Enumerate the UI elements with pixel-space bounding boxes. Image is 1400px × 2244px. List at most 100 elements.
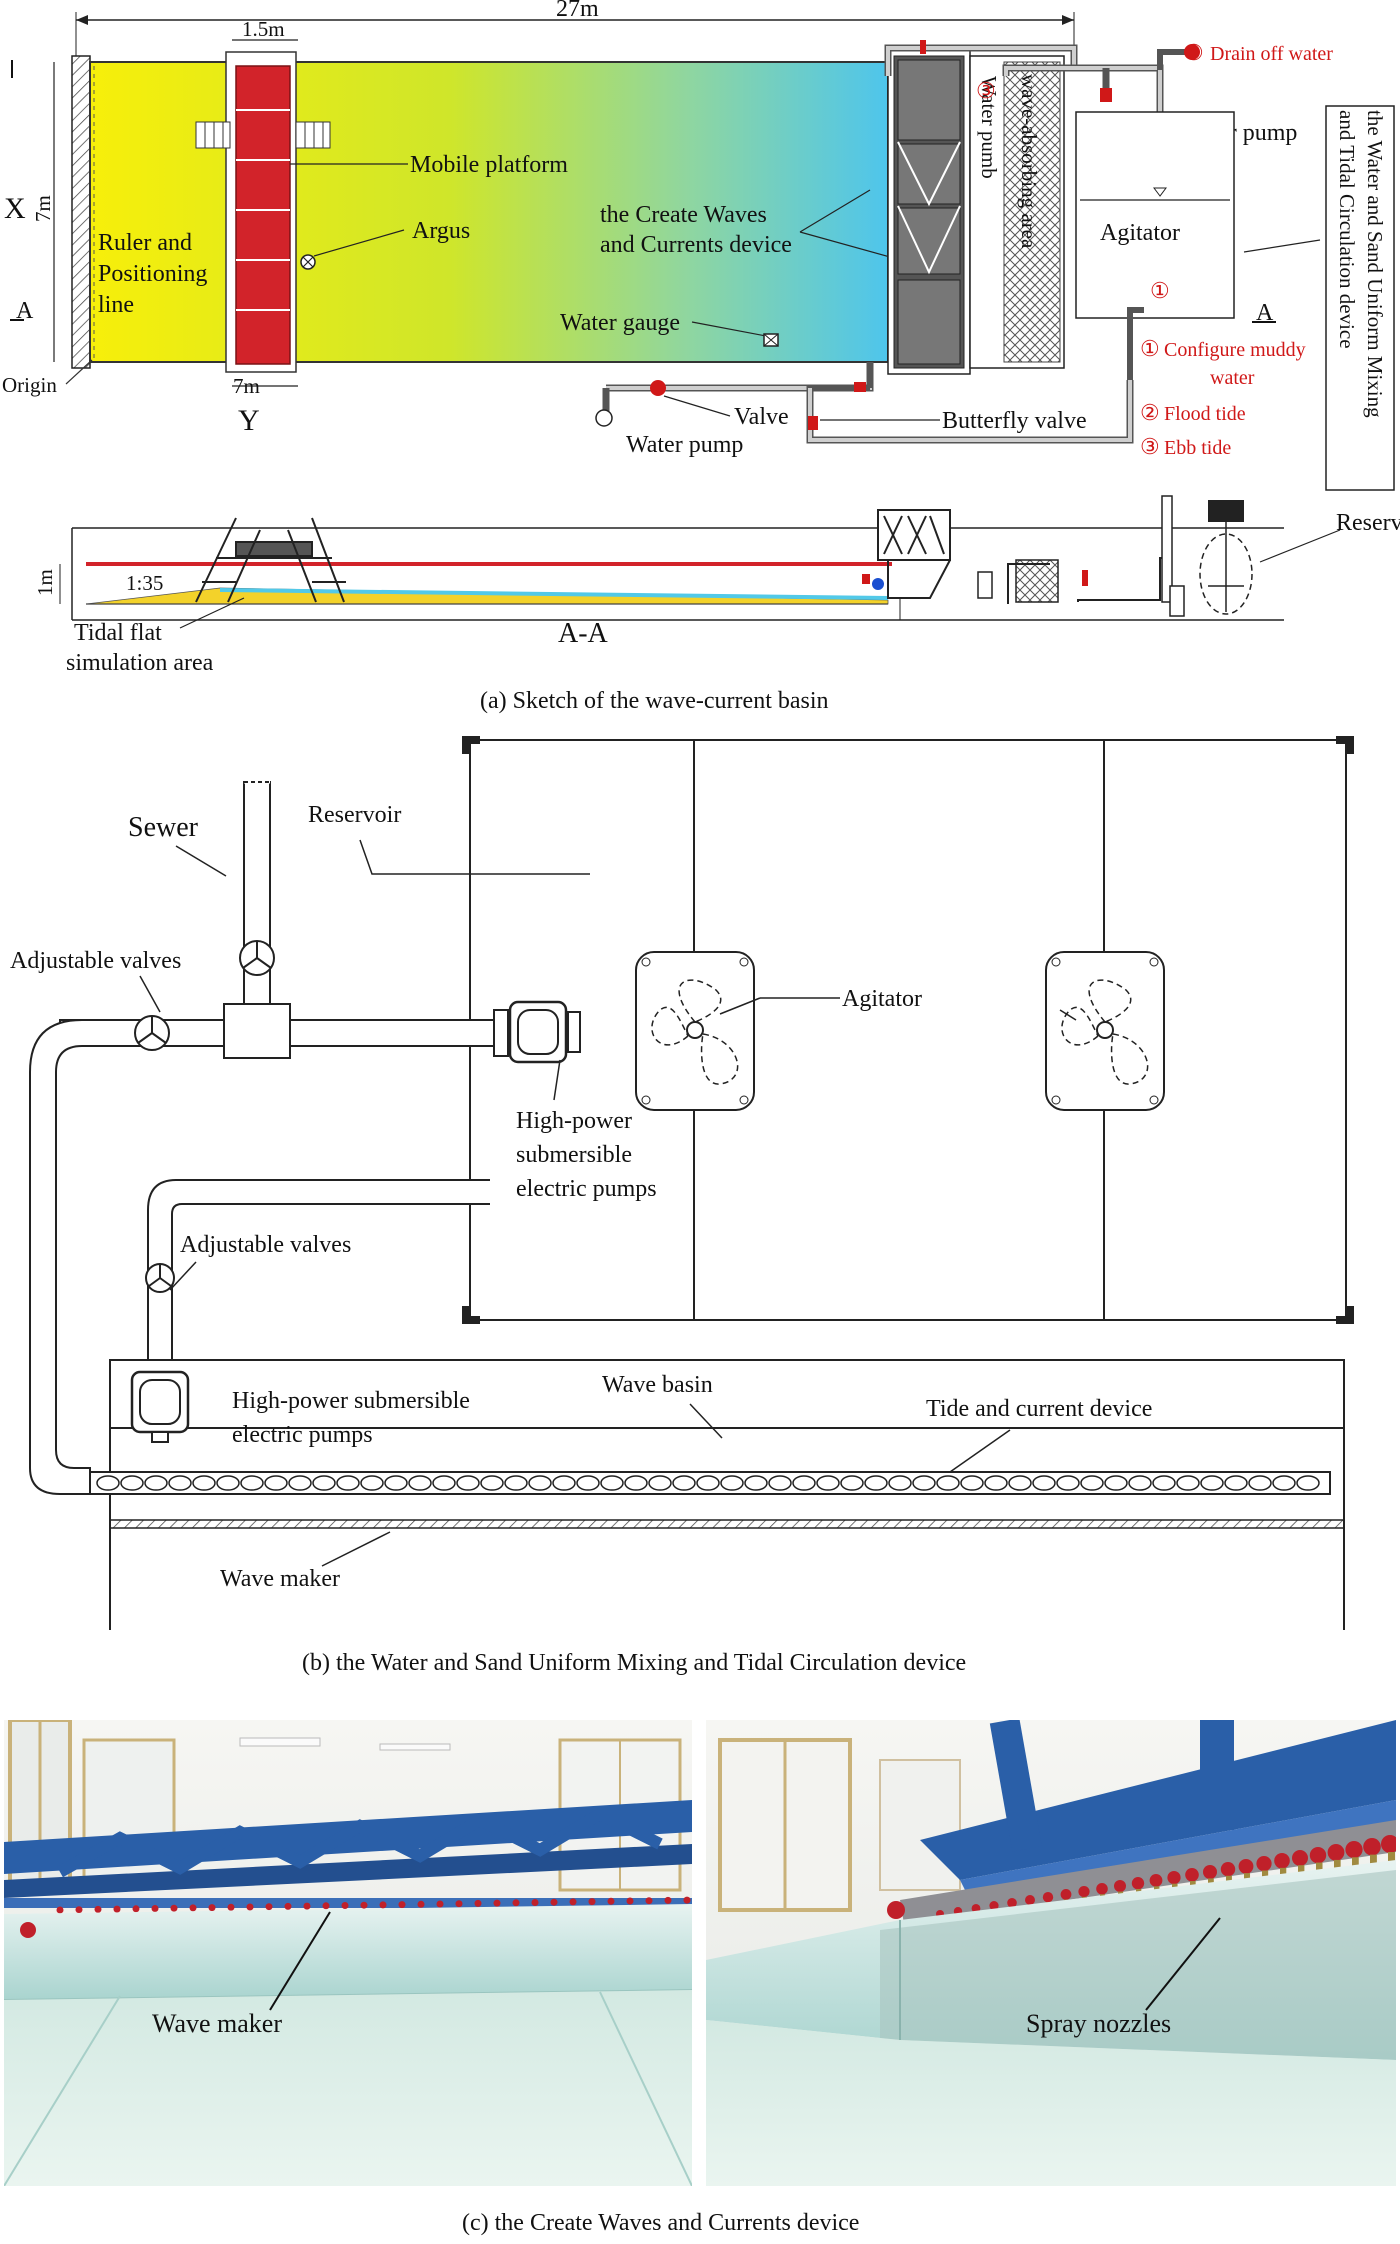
pumps-bottom-label-2: electric pumps — [232, 1422, 373, 1448]
nozzle-oval — [552, 1475, 576, 1491]
section-aa-label: A-A — [558, 618, 609, 649]
nozzle-oval — [144, 1475, 168, 1491]
wave-absorbing-area — [1003, 61, 1061, 363]
trolley-icon — [195, 517, 346, 603]
origin-label: Origin — [2, 373, 57, 397]
nozzle-oval — [216, 1475, 240, 1491]
caption-c: (c) the Create Waves and Currents device — [462, 2210, 859, 2236]
axis-y-label: Y — [238, 404, 260, 437]
red-valve — [455, 1900, 463, 1908]
spray-nozzle — [1114, 1880, 1126, 1892]
nozzle-oval — [360, 1475, 384, 1491]
nozzle-oval — [696, 1475, 720, 1491]
tidal-flat-label-2: simulation area — [66, 650, 214, 676]
nozzle-oval — [408, 1475, 432, 1491]
section-a-left: A — [16, 298, 34, 324]
red-valve — [379, 1901, 387, 1909]
red-valve — [227, 1903, 235, 1911]
nozzle-oval — [744, 1475, 768, 1491]
ebb-label: Ebb tide — [1164, 437, 1231, 459]
num-2-legend: ② — [1140, 400, 1160, 425]
panel-c: Wave maker — [4, 1720, 1396, 2236]
spray-nozzle — [989, 1901, 999, 1911]
nozzle-oval — [1224, 1475, 1248, 1491]
red-valve — [493, 1899, 501, 1907]
nozzle-oval — [480, 1475, 504, 1491]
reservoir-b-label: Reservoir — [308, 802, 401, 828]
red-valve — [360, 1901, 368, 1909]
nozzle-oval — [864, 1475, 888, 1491]
red-valve — [132, 1905, 140, 1913]
nozzle-oval — [936, 1475, 960, 1491]
red-valve — [512, 1899, 520, 1907]
red-valve — [588, 1898, 596, 1906]
adjustable-valves-top-label: Adjustable valves — [10, 948, 181, 974]
spray-nozzle — [1327, 1844, 1345, 1861]
red-valve — [75, 1906, 83, 1914]
red-valve — [436, 1900, 444, 1908]
sewer-label: Sewer — [128, 812, 199, 843]
spray-nozzle — [1096, 1883, 1108, 1895]
ruler-label-2: Positioning — [98, 261, 207, 287]
agitator-top-label: Agitator — [1100, 220, 1180, 246]
slope-label: 1:35 — [126, 571, 163, 595]
nozzle-oval — [648, 1475, 672, 1491]
nozzle-oval — [840, 1475, 864, 1491]
dim-1-5m: 1.5m — [242, 17, 285, 41]
caption-b: (b) the Water and Sand Uniform Mixing an… — [302, 1650, 966, 1676]
photo-left-label: Wave maker — [152, 2009, 282, 2038]
red-valve — [322, 1902, 330, 1910]
pump-top-icon — [493, 1000, 581, 1064]
red-valve — [151, 1905, 159, 1912]
red-valve — [341, 1902, 349, 1909]
num-1-top: ① — [1150, 278, 1170, 303]
spray-nozzle — [1078, 1886, 1090, 1898]
nozzle-oval — [432, 1475, 456, 1491]
spray-nozzle — [1167, 1871, 1181, 1885]
pumps-bottom-label-1: High-power submersible — [232, 1388, 470, 1414]
spray-nozzle — [1220, 1862, 1236, 1877]
spray-nozzle — [1042, 1892, 1054, 1903]
num-4: ④ — [1184, 40, 1204, 65]
nozzle-oval — [288, 1475, 312, 1491]
red-valve — [626, 1897, 634, 1905]
nozzle-oval — [1200, 1475, 1224, 1491]
nozzle-oval — [624, 1475, 648, 1491]
butterfly-valve-label: Butterfly valve — [942, 408, 1087, 434]
nozzle-oval — [1008, 1475, 1032, 1491]
nozzle-oval — [1104, 1475, 1128, 1491]
nozzle-oval — [984, 1475, 1008, 1491]
dim-1m: 1m — [33, 569, 57, 596]
spray-nozzle — [1131, 1877, 1145, 1890]
spray-nozzle — [1238, 1859, 1254, 1874]
valve-label: Valve — [734, 404, 789, 430]
nozzle-oval — [264, 1475, 288, 1491]
spray-nozzle — [1292, 1850, 1308, 1866]
create-waves-label-2: and Currents device — [600, 232, 792, 258]
configure-label-2: water — [1210, 367, 1255, 389]
red-valve — [246, 1903, 254, 1911]
red-valve — [417, 1900, 425, 1908]
valve-bottom-icon — [650, 380, 666, 396]
nozzle-oval — [384, 1475, 408, 1491]
reservoir-box — [469, 739, 1347, 1321]
adjustable-valves-mid-label: Adjustable valves — [180, 1232, 351, 1258]
nozzle-oval — [1248, 1475, 1272, 1491]
spray-nozzle — [1345, 1841, 1363, 1859]
configure-label-1: Configure muddy — [1164, 339, 1306, 361]
nozzle-oval — [816, 1475, 840, 1491]
agitator-b-label: Agitator — [842, 986, 922, 1012]
water-pumb-label: Water pumb — [977, 76, 1001, 179]
nozzle-oval — [600, 1475, 624, 1491]
reservoir-section-label: Reservoir — [1336, 510, 1400, 536]
red-valve — [683, 1896, 691, 1904]
red-valve — [284, 1902, 292, 1910]
nozzle-oval — [720, 1475, 744, 1491]
red-valve — [474, 1899, 482, 1907]
nozzle-oval — [192, 1475, 216, 1491]
spray-nozzle — [1309, 1847, 1327, 1864]
ruler-label-1: Ruler and — [98, 230, 192, 256]
spray-nozzle — [1363, 1838, 1381, 1856]
tidal-flat-label-1: Tidal flat — [74, 620, 162, 646]
spray-nozzle — [1256, 1856, 1272, 1872]
